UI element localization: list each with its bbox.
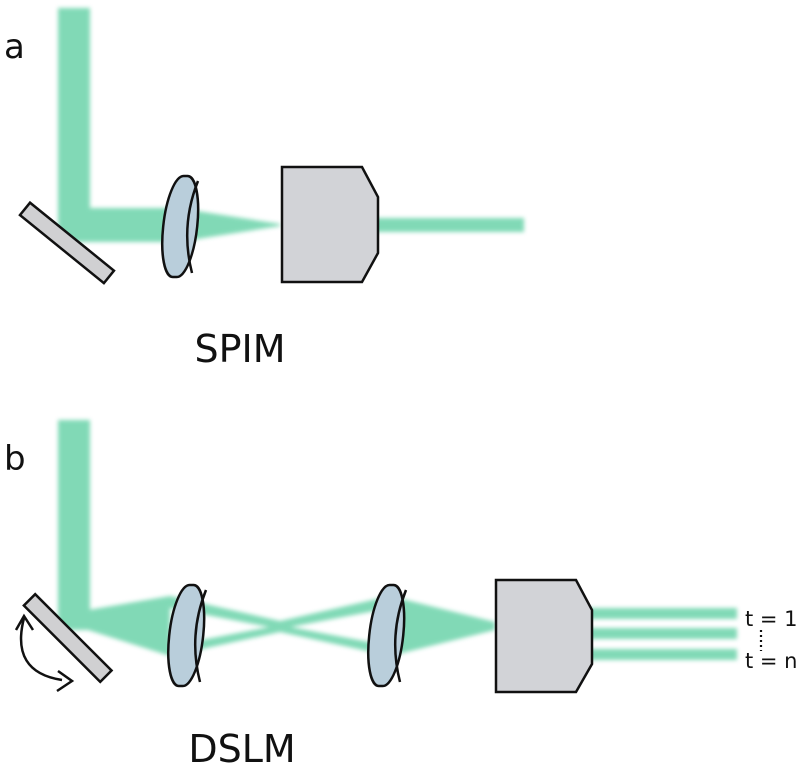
- dslm-beam-fan: [88, 596, 170, 656]
- panel-b-letter: b: [4, 439, 26, 479]
- spim-objective-icon: [280, 165, 380, 284]
- spim-title: SPIM: [194, 327, 285, 371]
- spim-beam-vertical: [58, 8, 90, 228]
- spim-lens-icon: [160, 174, 200, 279]
- dslm-objective-icon: [494, 578, 594, 694]
- dslm-sheet-tn: [585, 649, 737, 660]
- dslm-title: DSLM: [188, 727, 295, 771]
- spim-mirror-icon: [18, 200, 116, 285]
- t-last-label: t = n: [745, 649, 798, 673]
- dslm-beam-lower: [170, 625, 390, 656]
- dslm-beam-focus: [390, 596, 495, 656]
- rotation-arrow-icon: [14, 613, 75, 693]
- dslm-beam-upper: [170, 596, 390, 629]
- dslm-sheet-t1: [585, 608, 737, 619]
- spim-light-sheet: [374, 218, 524, 232]
- t-first-label: t = 1: [745, 607, 798, 631]
- panel-a-letter: a: [4, 27, 25, 67]
- dslm-lens-2-icon: [367, 583, 408, 688]
- dslm-lens-1-icon: [167, 583, 208, 688]
- panel-b: b t = 1: [4, 420, 798, 771]
- spim-beam-focus: [178, 208, 280, 242]
- panel-a: a SPIM: [4, 8, 524, 371]
- spim-beam: [58, 8, 524, 242]
- dslm-mirror-icon: [22, 592, 114, 684]
- dslm-beam: [58, 420, 737, 660]
- dslm-beam-vertical: [58, 420, 90, 630]
- spim-beam-horizontal: [58, 208, 180, 242]
- dslm-sheet-mid: [585, 628, 737, 639]
